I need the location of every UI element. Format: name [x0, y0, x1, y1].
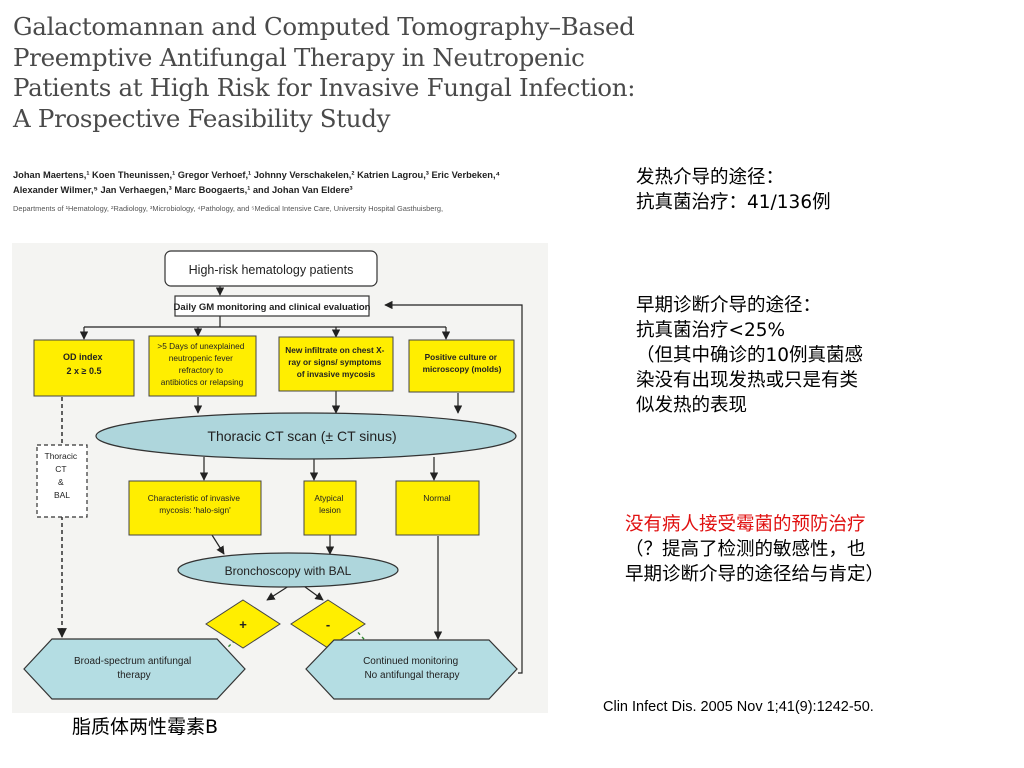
- flowchart-svg: High-risk hematology patients Daily GM m…: [12, 243, 548, 713]
- criteria-line: >5 Days of unexplained: [157, 341, 244, 351]
- diamond-positive: +: [205, 599, 281, 649]
- note-fever-pathway: 发热介导的途径： 抗真菌治疗：41/136例: [636, 165, 831, 215]
- criteria-line: OD index: [63, 352, 103, 362]
- side-box-thoracic-ct-bal: Thoracic CT & BAL: [36, 444, 88, 518]
- ellipse-label: Thoracic CT scan (± CT sinus): [207, 428, 396, 444]
- finding-line: Normal: [423, 493, 451, 503]
- connector-lines: [79, 286, 523, 674]
- svg-text:Characteristic of invasive: Characteristic of invasive mycosis: 'hal…: [148, 493, 243, 515]
- drug-label: 脂质体两性霉素B: [72, 716, 219, 738]
- finding-box-halo-sign: Characteristic of invasive mycosis: 'hal…: [128, 480, 262, 536]
- note-line: 早期诊断介导的途径给与肯定）: [625, 564, 885, 585]
- diamond-label: -: [326, 617, 330, 632]
- side-box-line: Thoracic: [45, 451, 78, 461]
- note-line: 似发热的表现: [636, 395, 748, 416]
- flowchart: High-risk hematology patients Daily GM m…: [12, 243, 548, 713]
- note-line-red: 没有病人接受霉菌的预防治疗: [625, 514, 866, 535]
- side-box-line: &: [58, 477, 64, 487]
- note-early-diagnosis-pathway: 早期诊断介导的途径： 抗真菌治疗<25% （但其中确诊的10例真菌感 染没有出现…: [636, 293, 863, 418]
- paper-title: Galactomannan and Computed Tomography–Ba…: [13, 12, 636, 134]
- criteria-line: of invasive mycosis: [297, 369, 376, 379]
- ellipse-thoracic-ct: Thoracic CT scan (± CT sinus): [95, 412, 517, 460]
- criteria-line: antibiotics or relapsing: [161, 377, 244, 387]
- criteria-line: ray or signs/ symptoms: [288, 357, 382, 367]
- finding-box-atypical: Atypical lesion: [303, 480, 357, 536]
- finding-line: mycosis: 'halo-sign': [159, 505, 231, 515]
- ellipse-bronchoscopy: Bronchoscopy with BAL: [177, 552, 399, 588]
- svg-text:Positive culture or micr: Positive culture or microscopy (molds): [423, 352, 502, 374]
- note-line: 染没有出现发热或只是有类: [636, 370, 859, 391]
- paper-title-line: A Prospective Feasibility Study: [13, 103, 391, 133]
- box-label: Daily GM monitoring and clinical evaluat…: [174, 302, 371, 313]
- svg-text:Continued monitoring No: Continued monitoring No antifungal thera…: [363, 656, 461, 681]
- box-gm-monitoring: Daily GM monitoring and clinical evaluat…: [174, 295, 371, 317]
- criteria-line: 2 x ≥ 0.5: [67, 366, 102, 376]
- svg-text:OD index 2 x ≥ 0.5: OD index 2 x ≥ 0.5: [63, 352, 105, 376]
- finding-box-normal: Normal: [395, 480, 480, 536]
- flowchart-background: [12, 243, 548, 713]
- outcome-line: therapy: [117, 670, 150, 681]
- criteria-line: microscopy (molds): [423, 364, 502, 374]
- finding-line: Atypical: [314, 493, 343, 503]
- note-line: 早期诊断介导的途径：: [636, 295, 822, 316]
- criteria-line: neutropenic fever: [169, 353, 233, 363]
- author-line: Alexander Wilmer,⁵ Jan Verhaegen,³ Marc …: [13, 185, 353, 195]
- svg-text:Atypical lesion: Atypical lesion: [314, 493, 345, 515]
- box-high-risk-patients: High-risk hematology patients: [164, 250, 378, 287]
- criteria-line: New infiltrate on chest X-: [285, 345, 384, 355]
- criteria-box-fever: >5 Days of unexplained neutropenic fever…: [148, 335, 257, 397]
- criteria-box-culture: Positive culture or microscopy (molds): [408, 339, 515, 393]
- paper-title-line: Galactomannan and Computed Tomography–Ba…: [13, 12, 635, 41]
- outcome-antifungal-therapy: Broad-spectrum antifungal therapy: [23, 638, 246, 700]
- note-line: 抗真菌治疗：41/136例: [636, 192, 831, 213]
- diamond-label: +: [239, 617, 247, 632]
- note-line: （？提高了检测的敏感性，也: [625, 539, 866, 560]
- criteria-box-infiltrate: New infiltrate on chest X- ray or signs/…: [278, 336, 394, 392]
- paper-authors: Johan Maertens,¹ Koen Theunissen,¹ Grego…: [13, 168, 613, 198]
- finding-line: lesion: [319, 505, 341, 515]
- author-line: Johan Maertens,¹ Koen Theunissen,¹ Grego…: [13, 170, 501, 180]
- note-line: （但其中确诊的10例真菌感: [636, 345, 864, 366]
- box-label: High-risk hematology patients: [189, 263, 354, 277]
- criteria-box-od-index: OD index 2 x ≥ 0.5: [33, 339, 135, 397]
- paper-affiliation: Departments of ¹Hematology, ²Radiology, …: [13, 204, 444, 213]
- paper-title-line: Patients at High Risk for Invasive Funga…: [13, 73, 636, 102]
- outcome-line: Continued monitoring: [363, 656, 458, 667]
- note-prophylaxis: 没有病人接受霉菌的预防治疗 （？提高了检测的敏感性，也 早期诊断介导的途径给与肯…: [625, 512, 884, 587]
- note-line: 抗真菌治疗<25%: [636, 320, 786, 341]
- svg-text:>5 Days of unexplained n: >5 Days of unexplained neutropenic fever…: [157, 341, 246, 387]
- svg-text:New infiltrate on chest X-: New infiltrate on chest X- ray or signs/…: [285, 345, 386, 379]
- svg-text:Broad-spectrum antifungal: Broad-spectrum antifungal therapy: [74, 656, 194, 681]
- svg-text:Thoracic CT &: Thoracic CT & BAL: [45, 451, 80, 500]
- criteria-line: Positive culture or: [425, 352, 498, 362]
- finding-line: Characteristic of invasive: [148, 493, 241, 503]
- note-line: 发热介导的途径：: [636, 167, 785, 188]
- outcome-line: No antifungal therapy: [364, 670, 459, 681]
- side-box-line: CT: [55, 464, 66, 474]
- ellipse-label: Bronchoscopy with BAL: [225, 564, 352, 578]
- criteria-line: refractory to: [179, 365, 224, 375]
- side-box-line: BAL: [54, 490, 70, 500]
- paper-title-line: Preemptive Antifungal Therapy in Neutrop…: [13, 42, 585, 72]
- outcome-line: Broad-spectrum antifungal: [74, 656, 191, 667]
- outcome-continued-monitoring: Continued monitoring No antifungal thera…: [305, 639, 518, 700]
- citation: Clin Infect Dis. 2005 Nov 1;41(9):1242-5…: [603, 699, 874, 715]
